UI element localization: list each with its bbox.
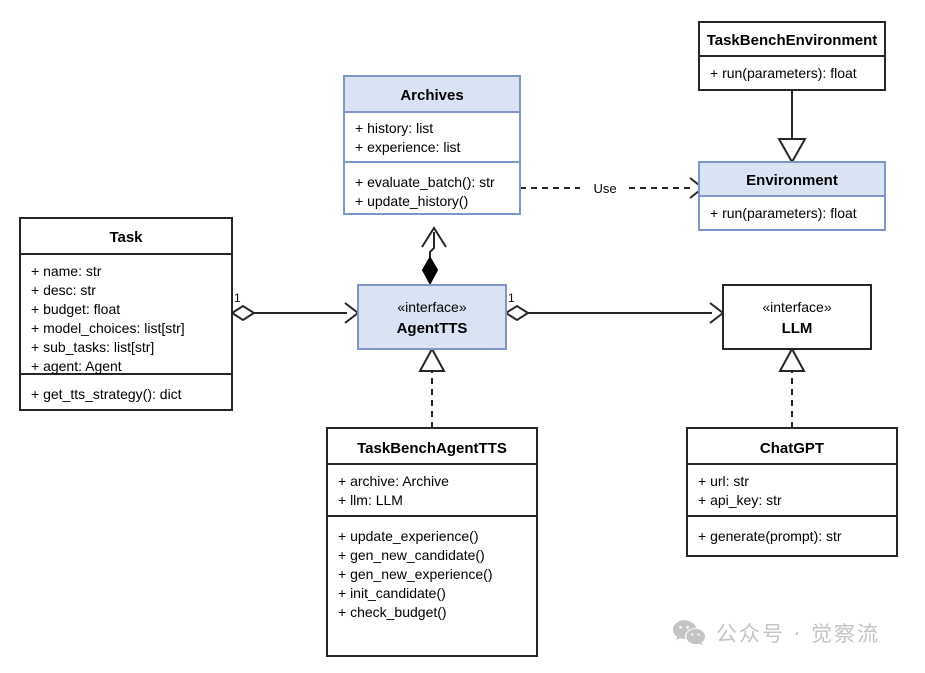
class-attr: + history: list <box>355 120 433 136</box>
multiplicity-task: 1 <box>234 291 241 305</box>
class-method: + init_candidate() <box>338 585 446 601</box>
multiplicity-agenttts: 1 <box>508 291 515 305</box>
class-attr: + budget: float <box>31 301 120 317</box>
class-box-taskbenchagenttts[interactable]: TaskBenchAgentTTS + archive: Archive + l… <box>326 427 538 657</box>
class-attr: + desc: str <box>31 282 96 298</box>
class-attr: + model_choices: list[str] <box>31 320 185 336</box>
class-attr: + name: str <box>31 263 102 279</box>
class-title-environment: Environment <box>746 172 838 189</box>
class-title-archives: Archives <box>400 87 463 104</box>
class-box-environment[interactable]: Environment + run(parameters): float <box>698 161 886 231</box>
class-attr: + llm: LLM <box>338 492 403 508</box>
class-method: + gen_new_candidate() <box>338 547 485 563</box>
watermark: 公众号 · 觉察流 <box>672 618 880 648</box>
class-method: + run(parameters): float <box>710 65 857 81</box>
class-title-task: Task <box>109 229 143 246</box>
class-box-archives[interactable]: Archives + history: list + experience: l… <box>343 75 521 215</box>
edge-label-use: Use <box>593 181 616 196</box>
class-attr: + sub_tasks: list[str] <box>31 339 154 355</box>
class-method: + run(parameters): float <box>710 205 857 221</box>
class-box-chatgpt[interactable]: ChatGPT + url: str + api_key: str + gene… <box>686 427 898 557</box>
class-method: + evaluate_batch(): str <box>355 174 495 190</box>
class-title-chatgpt: ChatGPT <box>760 440 824 457</box>
class-box-task[interactable]: Task + name: str + desc: str + budget: f… <box>19 217 233 411</box>
class-stereotype-agenttts: «interface» <box>397 299 466 315</box>
class-method: + update_history() <box>355 193 468 209</box>
edge-agenttts-archives <box>421 226 447 286</box>
class-attr: + agent: Agent <box>31 358 122 374</box>
edge-archives-environment: Use <box>520 177 705 199</box>
edge-agenttts-llm: 1 <box>504 291 725 324</box>
watermark-text: 公众号 · 觉察流 <box>716 622 881 646</box>
class-attr: + api_key: str <box>698 492 782 508</box>
class-method: + gen_new_experience() <box>338 566 493 582</box>
class-method: + update_experience() <box>338 528 479 544</box>
class-attr: + url: str <box>698 473 749 489</box>
class-title-llm: LLM <box>782 320 813 337</box>
class-box-taskbenchenvironment[interactable]: TaskBenchEnvironment + run(parameters): … <box>698 21 886 91</box>
edge-task-agenttts: 1 <box>230 291 360 324</box>
class-method: + get_tts_strategy(): dict <box>31 386 182 402</box>
class-box-llm[interactable]: «interface» LLM <box>722 284 872 350</box>
class-attr: + experience: list <box>355 139 461 155</box>
class-box-agenttts[interactable]: «interface» AgentTTS <box>357 284 507 350</box>
class-stereotype-llm: «interface» <box>762 299 831 315</box>
class-title-taskbenchagenttts: TaskBenchAgentTTS <box>357 440 507 457</box>
class-title-agenttts: AgentTTS <box>397 320 468 337</box>
edge-chatgpt-llm <box>778 346 806 428</box>
edge-taskbenchenvironment-environment <box>777 90 807 165</box>
class-attr: + archive: Archive <box>338 473 449 489</box>
wechat-icon <box>672 619 706 647</box>
class-title-taskbenchenvironment: TaskBenchEnvironment <box>707 32 878 49</box>
class-method: + generate(prompt): str <box>698 528 842 544</box>
edge-taskbenchagenttts-agenttts <box>418 346 446 428</box>
class-method: + check_budget() <box>338 604 447 620</box>
